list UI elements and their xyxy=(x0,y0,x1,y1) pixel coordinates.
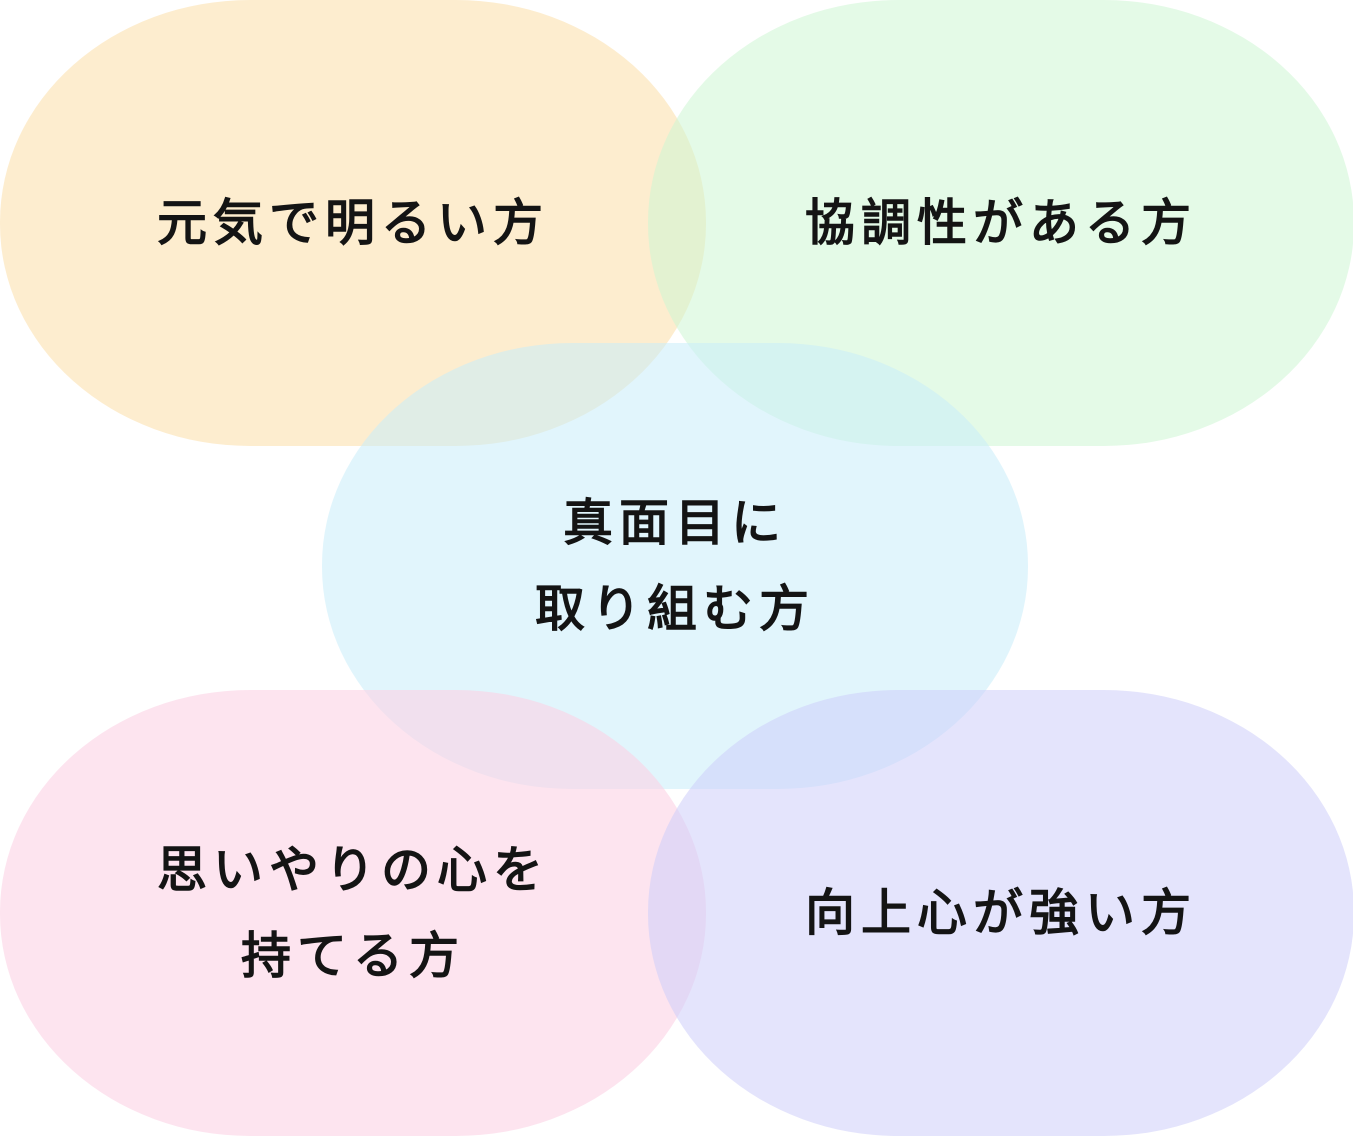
trait-bubble-compassionate xyxy=(0,690,706,1136)
trait-bubble-ambitious xyxy=(648,690,1353,1136)
